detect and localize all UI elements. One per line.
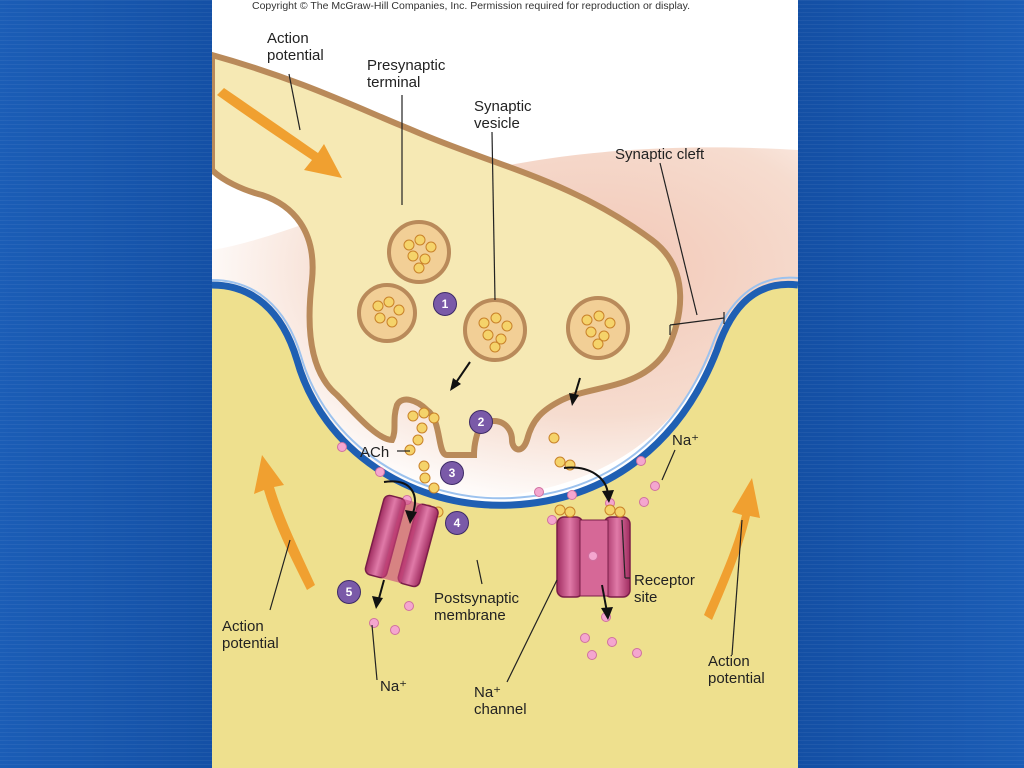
label-receptor-line1: Receptor xyxy=(634,572,695,589)
ach-released-right xyxy=(548,432,576,471)
step-marker-1: 1 xyxy=(433,292,457,316)
vesicle-2 xyxy=(357,283,417,343)
label-na-right: Na⁺ xyxy=(672,432,700,449)
action-potential-arrow-top xyxy=(217,88,342,178)
label-postsynaptic-line1: Postsynaptic xyxy=(434,590,520,607)
label-postsynaptic-line2: membrane xyxy=(434,607,506,624)
label-na-channel-line1: Na⁺ xyxy=(474,684,502,701)
postsynaptic-membrane xyxy=(212,280,798,509)
label-synaptic-cleft: Synaptic cleft xyxy=(615,146,705,163)
label-vesicle-line2: vesicle xyxy=(474,115,520,132)
action-potential-arrow-left xyxy=(254,455,315,590)
label-receptor-line2: site xyxy=(634,589,658,606)
step-marker-5: 5 xyxy=(337,580,361,604)
vesicle-1 xyxy=(387,220,451,284)
label-action-potential-right-line1: Action xyxy=(708,653,750,670)
vesicle-4 xyxy=(566,296,630,360)
label-action-potential-left-line2: potential xyxy=(222,635,279,652)
step-marker-3: 3 xyxy=(440,461,464,485)
copyright-notice: Copyright © The McGraw-Hill Companies, I… xyxy=(252,0,691,12)
label-ach: ACh xyxy=(360,444,390,461)
postsynaptic-cell xyxy=(212,284,798,768)
sodium-channel-right xyxy=(554,504,631,598)
label-na-bottom: Na⁺ xyxy=(380,678,408,695)
label-action-potential-right-line2: potential xyxy=(708,670,765,687)
ach-released-left xyxy=(404,407,444,518)
diagram-panel: Copyright © The McGraw-Hill Companies, I… xyxy=(212,0,798,768)
step-marker-4: 4 xyxy=(445,511,469,535)
label-presynaptic-line2: terminal xyxy=(367,74,421,91)
label-vesicle-line1: Synaptic xyxy=(474,98,532,115)
label-na-channel-line2: channel xyxy=(474,701,527,718)
label-action-potential-left-line1: Action xyxy=(222,618,264,635)
leader-lines xyxy=(269,73,743,683)
action-potential-arrow-right xyxy=(704,478,760,620)
label-presynaptic-line1: Presynaptic xyxy=(367,57,446,74)
vesicle-3 xyxy=(463,298,527,362)
label-action-potential-top-line1: Action xyxy=(267,30,309,47)
step-marker-2: 2 xyxy=(469,410,493,434)
label-action-potential-top-line2: potential xyxy=(267,47,324,64)
